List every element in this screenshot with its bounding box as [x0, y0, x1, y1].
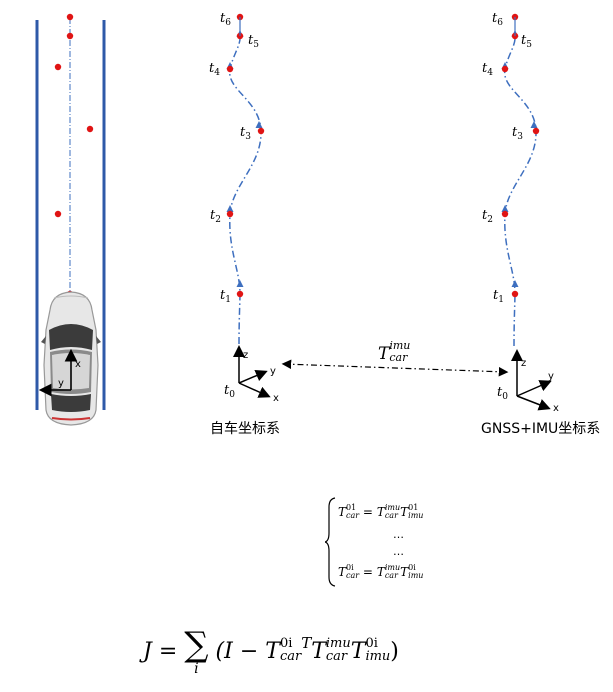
- label-t4: t4: [482, 61, 493, 78]
- system-dots-2: …: [393, 545, 404, 558]
- frame-x-axis: [238, 382, 271, 398]
- label-t2: t2: [482, 208, 493, 225]
- frame-x-axis: [516, 395, 551, 411]
- frame-y-axis: [516, 380, 552, 397]
- label-t5: t5: [521, 33, 532, 50]
- label-t4: t4: [209, 61, 220, 78]
- imu-frame-trajectory: t6 t5 t4 t3 t2 t1 t0 z y x: [482, 11, 559, 414]
- pose-t1: [511, 290, 519, 298]
- system-dots-1: …: [393, 528, 404, 541]
- label-t3: t3: [240, 125, 251, 142]
- label-t0: t0: [497, 385, 508, 402]
- pose-t3: [257, 127, 265, 135]
- label-t6: t6: [220, 11, 231, 28]
- car-x-label: x: [75, 359, 81, 370]
- road-point: [54, 210, 62, 218]
- imu-frame-caption: GNSS+IMU坐标系: [481, 421, 601, 437]
- frame-x-label: x: [553, 403, 559, 414]
- label-t6: t6: [492, 11, 503, 28]
- car-y-label: y: [58, 378, 64, 389]
- pose-t4: [226, 65, 234, 73]
- frame-z-label: z: [243, 350, 248, 361]
- pose-t1: [236, 290, 244, 298]
- label-t2: t2: [210, 208, 221, 225]
- frame-x-label: x: [273, 393, 279, 404]
- frame-y-label: y: [548, 371, 554, 382]
- road-point: [54, 63, 62, 71]
- trajectory-curve: [504, 35, 537, 347]
- label-t0: t0: [224, 383, 235, 400]
- frame-y-label: y: [270, 366, 276, 377]
- transform-arrow: [281, 359, 509, 377]
- pose-t4: [501, 65, 509, 73]
- label-t3: t3: [512, 125, 523, 142]
- label-t1: t1: [220, 288, 231, 305]
- system-brace: [325, 497, 336, 587]
- vehicle-frame-caption: 自车坐标系: [210, 421, 280, 437]
- road-panel: x y: [35, 13, 106, 426]
- road-points: [54, 13, 94, 298]
- road-point: [66, 13, 74, 21]
- vehicle-frame-trajectory: t6 t5 t4 t3 t2 t1 t0 z y x: [209, 11, 279, 404]
- label-t5: t5: [248, 33, 259, 50]
- pose-t2: [226, 210, 234, 218]
- trajectory-curve: [229, 35, 262, 345]
- label-t1: t1: [493, 288, 504, 305]
- pose-t3: [532, 127, 540, 135]
- frame-z-label: z: [521, 358, 526, 369]
- pose-t2: [501, 210, 509, 218]
- frame-y-axis: [238, 369, 268, 384]
- road-point: [86, 125, 94, 133]
- road-point: [66, 32, 74, 40]
